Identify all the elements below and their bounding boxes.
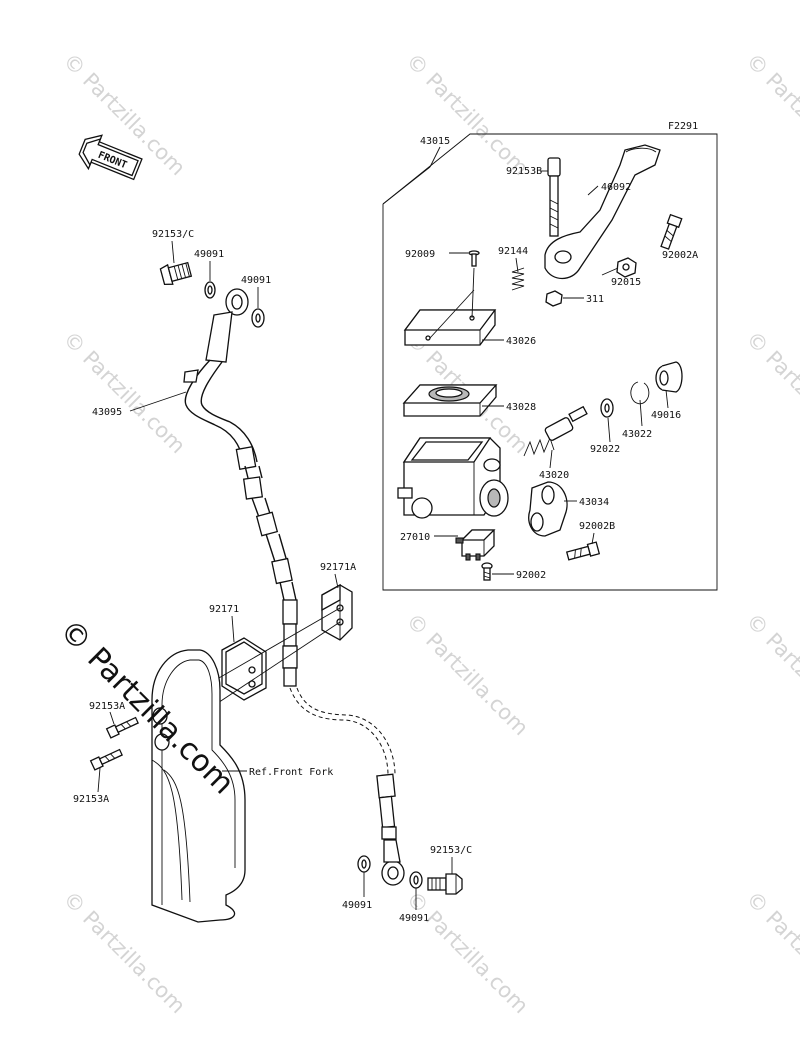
label-43022: 43022	[622, 429, 652, 440]
watermark: © Partzilla.com	[58, 327, 190, 459]
bolt-92002a-icon	[660, 213, 683, 250]
watermark: © Partzilla.com	[401, 609, 533, 741]
washer-92022-icon	[600, 398, 614, 418]
label-49091-b: 49091	[241, 275, 271, 286]
banjo-bolt-bottom-icon	[427, 873, 463, 895]
label-92022: 92022	[590, 444, 620, 455]
label-27010: 27010	[400, 532, 430, 543]
washer-49091-c-icon	[357, 855, 371, 873]
washer-49091-a-icon	[204, 281, 216, 299]
brake-hose-43095-icon	[183, 288, 405, 886]
label-92153c-bottom: 92153/C	[430, 845, 472, 856]
clamp-43034-icon	[528, 481, 568, 537]
nut-92015-icon	[616, 257, 637, 278]
boot-49016-icon	[655, 361, 683, 393]
circlip-43022-icon	[630, 381, 650, 405]
brake-switch-27010-icon	[455, 529, 496, 561]
nut-311-icon	[545, 290, 563, 307]
front-arrow-icon: FRONT	[78, 134, 143, 181]
bolt-92153b-icon	[547, 157, 561, 237]
washer-49091-b-icon	[251, 308, 265, 328]
label-46092: 46092	[601, 182, 631, 193]
bolt-92002b-icon	[565, 541, 601, 561]
label-43095: 43095	[92, 407, 122, 418]
bolt-92153a-b-icon	[89, 748, 123, 771]
label-43026: 43026	[506, 336, 536, 347]
piston-43020-icon	[523, 405, 588, 457]
watermark: © Partzilla.com	[401, 49, 533, 181]
bracket-92171-icon	[221, 637, 267, 701]
label-49091-c: 49091	[342, 900, 372, 911]
diagram-code: F2291	[668, 121, 698, 132]
bolt-92153a-a-icon	[105, 716, 139, 739]
bracket-92171a-icon	[321, 583, 353, 641]
banjo-bolt-top-icon	[159, 261, 193, 286]
label-92144: 92144	[498, 246, 528, 257]
label-49091-d: 49091	[399, 913, 429, 924]
washer-49091-d-icon	[409, 871, 423, 889]
label-92171a: 92171A	[320, 562, 356, 573]
watermark: © Partzilla.com	[741, 327, 800, 459]
label-92153b: 92153B	[506, 166, 542, 177]
watermark: © Partzilla.com	[741, 49, 800, 181]
reservoir-cap-43026-icon	[403, 267, 497, 346]
label-92153a-a: 92153A	[89, 701, 125, 712]
ref-front-fork-label: Ref.Front Fork	[249, 767, 333, 778]
label-311: 311	[586, 294, 604, 305]
diaphragm-43028-icon	[402, 384, 498, 417]
fork-clamp-icon	[152, 707, 170, 751]
screw-92002-icon	[481, 562, 493, 581]
label-92153a-b: 92153A	[73, 794, 109, 805]
watermark: © Partzilla.com	[401, 887, 533, 1019]
label-49091-a: 49091	[194, 249, 224, 260]
label-92009: 92009	[405, 249, 435, 260]
label-92002: 92002	[516, 570, 546, 581]
label-43034: 43034	[579, 497, 609, 508]
watermark: © Partzilla.com	[741, 887, 800, 1019]
label-92002b: 92002B	[579, 521, 615, 532]
front-fork-icon	[151, 649, 246, 923]
label-49016: 49016	[651, 410, 681, 421]
screw-92009-icon	[468, 250, 480, 267]
spring-92144-icon	[511, 267, 525, 291]
label-92015: 92015	[611, 277, 641, 288]
watermark: © Partzilla.com	[741, 609, 800, 741]
label-43028: 43028	[506, 402, 536, 413]
label-43015: 43015	[420, 136, 450, 147]
label-43020: 43020	[539, 470, 569, 481]
label-92153c-top: 92153/C	[152, 229, 194, 240]
master-cylinder-assembly-box	[382, 133, 718, 591]
brake-lever-46092-icon	[544, 144, 661, 280]
label-92002a: 92002A	[662, 250, 698, 261]
master-cylinder-body-icon	[397, 437, 509, 519]
label-92171: 92171	[209, 604, 239, 615]
